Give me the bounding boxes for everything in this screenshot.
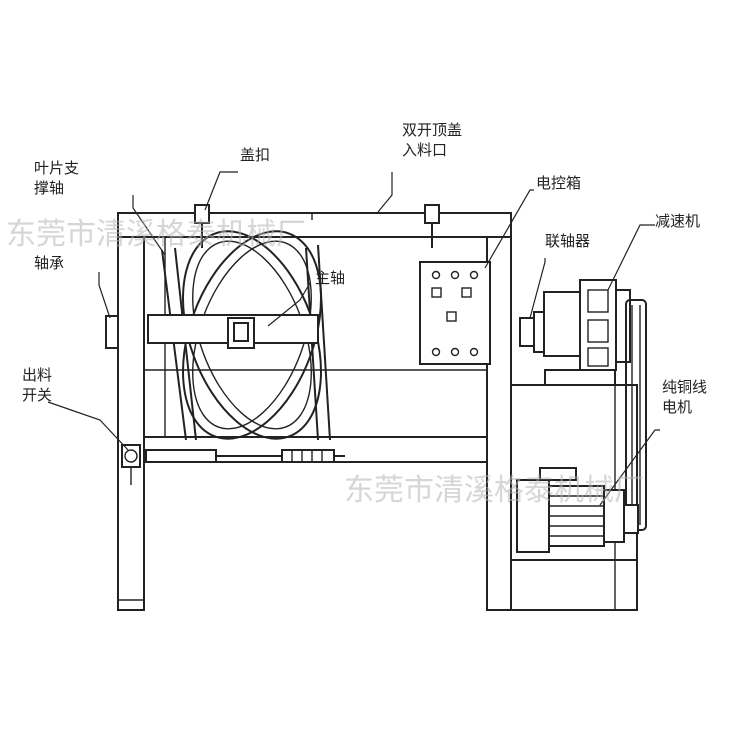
belt-drive xyxy=(623,299,647,534)
label-motor-1: 纯铜线 xyxy=(662,378,707,396)
label-motor-2: 电机 xyxy=(662,398,692,416)
label-discharge-2: 开关 xyxy=(22,386,52,404)
leader-lines xyxy=(47,171,660,506)
labels: 叶片支 撑轴 盖扣 双开顶盖 入料口 电控箱 减速机 联轴器 主轴 轴承 出料 … xyxy=(22,121,707,416)
label-bearing: 轴承 xyxy=(34,254,64,272)
motor xyxy=(516,467,625,553)
label-coupling: 联轴器 xyxy=(545,232,590,250)
label-main-shaft: 主轴 xyxy=(315,269,345,287)
label-discharge-1: 出料 xyxy=(22,366,52,384)
label-blade-support-1: 叶片支 xyxy=(34,159,79,177)
lid-clasp-right xyxy=(424,204,440,248)
label-blade-support-2: 撑轴 xyxy=(34,179,64,197)
watermark: 东莞市清溪格泰机械厂 东莞市清溪格泰机械厂 xyxy=(6,217,644,508)
control-box xyxy=(419,261,491,365)
discharge-switch xyxy=(121,444,345,485)
main-shaft xyxy=(147,314,319,349)
label-reducer: 减速机 xyxy=(655,212,700,230)
bearing xyxy=(105,315,119,349)
label-double-lid-2: 入料口 xyxy=(402,141,447,159)
reducer xyxy=(543,279,631,386)
watermark-bottom: 东莞市清溪格泰机械厂 xyxy=(344,473,644,508)
watermark-top: 东莞市清溪格泰机械厂 xyxy=(6,217,306,252)
label-control-box: 电控箱 xyxy=(536,174,581,192)
label-lid-clasp: 盖扣 xyxy=(240,146,270,164)
label-double-lid-1: 双开顶盖 xyxy=(402,121,462,139)
